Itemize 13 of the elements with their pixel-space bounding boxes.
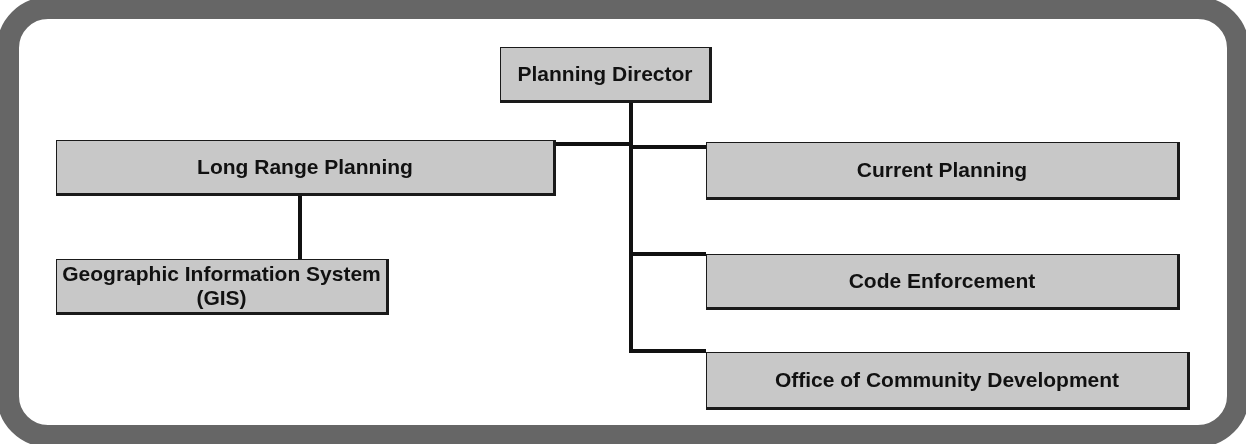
org-box (56, 259, 389, 315)
box-label: Code Enforcement (848, 269, 1036, 293)
org-box (706, 352, 1190, 410)
org-box (706, 254, 1180, 310)
box-label: Planning Director (517, 62, 693, 86)
box-label: Office of Community Development (774, 368, 1120, 392)
box-label: Current Planning (856, 158, 1028, 182)
org-box (706, 142, 1180, 200)
org-box (56, 140, 556, 196)
box-label: Geographic Information System (GIS) (61, 262, 382, 310)
org-box (500, 47, 712, 103)
connector-line (298, 196, 302, 259)
box-label: Long Range Planning (197, 155, 413, 179)
